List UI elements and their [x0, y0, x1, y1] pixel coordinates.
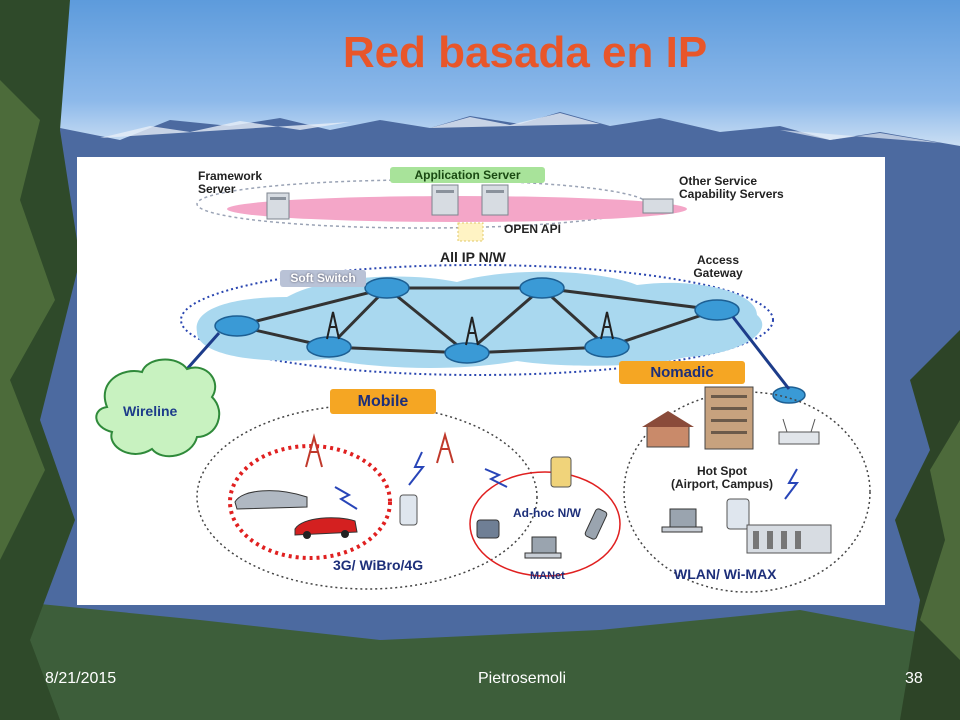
all-ip-label: All IP N/W — [440, 249, 506, 265]
server-icon — [481, 184, 509, 216]
wireless-bolt-icon — [334, 486, 358, 510]
server-icon — [431, 184, 459, 216]
router-icon — [364, 277, 410, 299]
application-server-label: Application Server — [390, 167, 545, 183]
car-icon — [294, 517, 358, 539]
manet-label: MANet — [530, 570, 565, 582]
router-icon — [584, 336, 630, 358]
router-icon — [214, 315, 260, 337]
pda-icon — [550, 456, 572, 488]
factory-icon — [746, 524, 832, 554]
router-icon — [444, 342, 490, 364]
wireless-bolt-icon — [408, 451, 426, 486]
house-icon — [642, 411, 694, 448]
router-icon — [694, 299, 740, 321]
handheld-icon — [476, 519, 500, 539]
framework-server-label: Framework Server — [198, 169, 263, 196]
cell-tower-icon — [436, 431, 454, 464]
hot-spot-label: Hot Spot (Airport, Campus) — [671, 464, 773, 491]
adhoc-area — [469, 471, 621, 577]
tower-icon — [465, 316, 479, 346]
open-api-label: OPEN API — [504, 222, 561, 236]
wireline-label: Wireline — [123, 403, 178, 419]
phone-icon — [399, 494, 418, 526]
laptop-icon — [524, 536, 562, 559]
router-icon — [772, 386, 806, 404]
office-building-icon — [704, 386, 754, 450]
network-diagram: Framework Server Application Server Othe… — [77, 157, 885, 605]
cell-tower-icon — [305, 433, 323, 468]
phone-icon — [726, 498, 750, 530]
soft-switch-label: Soft Switch — [280, 270, 366, 287]
mobile-label: Mobile — [330, 389, 436, 414]
server-icon — [266, 192, 290, 220]
tower-icon — [600, 311, 614, 340]
footer-author: Pietrosemoli — [478, 670, 567, 687]
other-servers-label: Other Service Capability Servers — [679, 174, 784, 201]
nomadic-label: Nomadic — [619, 361, 745, 384]
wireless-bolt-icon — [484, 468, 508, 488]
wlan-label: WLAN/ Wi-MAX — [674, 566, 777, 582]
wireline-link — [185, 332, 221, 370]
footer-page-number: 38 — [905, 670, 923, 687]
slide-title: Red basada en IP — [342, 28, 708, 77]
laptop-icon — [661, 508, 703, 533]
gateway-link — [731, 316, 791, 390]
access-gateway-label: Access Gateway — [693, 253, 743, 280]
ip-network-outline — [180, 264, 774, 376]
footer-date: 8/21/2015 — [45, 670, 117, 687]
train-icon — [234, 490, 308, 510]
router-icon — [519, 277, 565, 299]
adhoc-label: Ad-hoc N/W — [513, 506, 581, 520]
wireline-cloud — [95, 358, 221, 458]
diagram-graphics — [95, 179, 871, 593]
mobile-inner-area — [228, 444, 392, 560]
open-api-connector — [457, 222, 484, 242]
mobile-tech-label: 3G/ WiBro/4G — [333, 557, 424, 573]
router-icon — [306, 336, 352, 358]
server-icon — [642, 198, 674, 214]
access-point-icon — [778, 418, 820, 445]
wireless-bolt-icon — [784, 468, 799, 500]
phone-icon — [584, 508, 608, 540]
tower-icon — [326, 311, 340, 340]
